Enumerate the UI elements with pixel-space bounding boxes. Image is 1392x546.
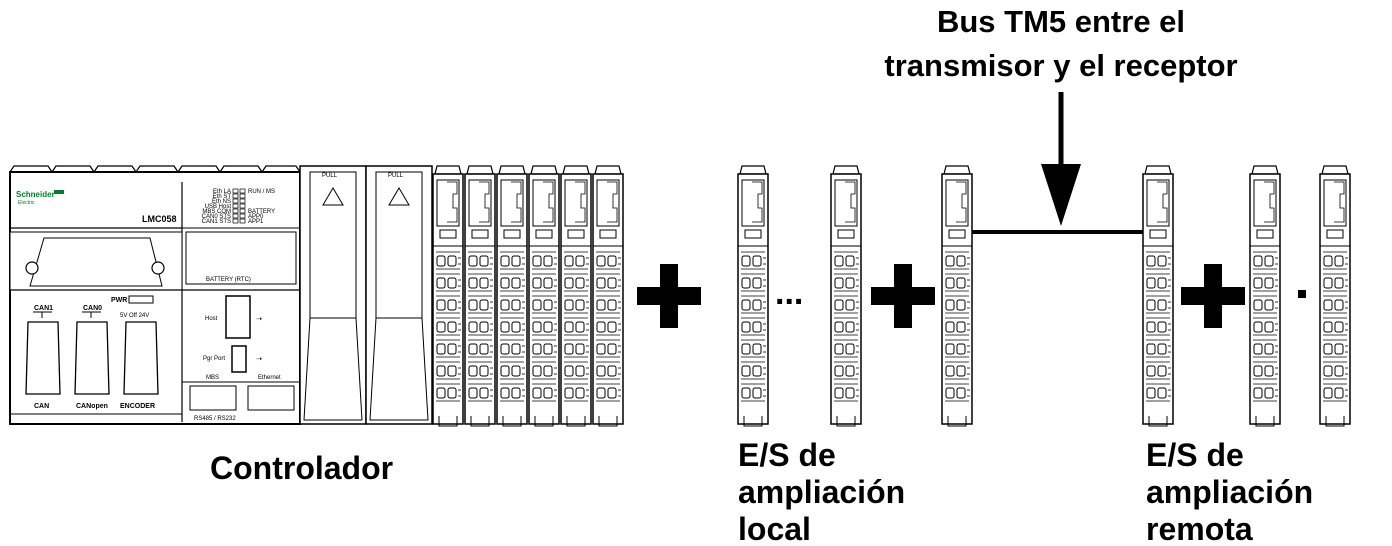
usb-icon-2: ⇢ [256,355,262,363]
encoder-port [123,321,159,395]
led-indicator [239,203,246,209]
can1-label: CAN1 [34,305,53,312]
pull-label: PULL [322,173,338,179]
can1-port [25,321,61,395]
led-label: BATTERY [248,209,275,215]
pwr-scale: 5V Off 24V [120,313,149,319]
led-indicator [239,218,246,224]
local-label-line-3: local [738,511,811,546]
rs-label: RS485 / RS232 [194,416,236,422]
led-indicator [232,193,239,199]
ellipsis: ... [775,274,803,312]
led-indicator [232,208,239,214]
pgr-port [231,345,247,373]
local-label-line-2: ampliación [738,474,905,510]
host-label: Host [205,316,218,322]
led-indicator [239,198,246,204]
led-label: CAN0 STS [202,214,231,220]
canopen-label: CANopen [76,403,108,410]
led-indicator [232,203,239,209]
led-label: APP1 [248,219,264,225]
remote-label-line-3: remota [1146,511,1253,546]
can0-port [74,321,110,395]
model-label: LMC058 [142,214,177,224]
led-label: CAN1 STS [202,219,231,225]
plus-sign [637,264,701,328]
controller-label: Controlador [210,450,393,486]
arrow-head [1041,164,1081,226]
ethernet-port [247,385,295,411]
controller-io-slices [433,166,623,426]
plus-sign [1181,264,1245,328]
led-label: RUN / MS [248,189,275,195]
mbs-port [189,385,237,411]
usb-host-port [225,295,251,339]
can-label: CAN [34,403,49,410]
led-indicator [239,188,246,194]
led-indicator [232,218,239,224]
led-indicator [239,193,246,199]
esd-warning-icon [322,187,344,206]
usb-icon: ⇢ [256,315,262,323]
led-label: Eth NS [212,199,231,205]
esd-warning-icon [388,187,410,206]
brand-sub: Electric [18,200,35,206]
can0-label: CAN0 [83,305,102,312]
led-indicator [232,188,239,194]
brand-name: Schneider [16,190,55,199]
remote-label-line-1: E/S de [1146,437,1244,473]
controller-device: Schneider Electric LMC058 CAN1 CAN0 PWR … [9,165,301,425]
title-line-1: Bus TM5 entre el [937,4,1185,39]
led-indicator [232,213,239,219]
led-indicator [232,198,239,204]
continuation-dot [1298,290,1306,298]
pwr-label: PWR [111,297,127,304]
led-indicator [239,208,246,214]
led-label: APP0 [248,214,264,220]
led-label: USB Host [205,204,232,210]
schneider-logo [16,186,40,200]
plus-sign [871,264,935,328]
title-line-2: transmisor y el receptor [884,48,1237,83]
ethernet-label: Ethernet [258,375,281,381]
remote-label-line-2: ampliación [1146,474,1313,510]
pull-module-2: PULL [365,165,433,425]
local-label-line-1: E/S de [738,437,836,473]
pull-module-1: PULL [299,165,367,425]
led-indicator [239,213,246,219]
local-expansion-slices [738,166,972,426]
mbs-label: MBS [206,375,219,381]
screw-left [25,261,39,275]
remote-expansion-slices [1143,166,1350,426]
screw-right [151,261,165,275]
led-label: MBS COM [202,209,231,215]
pull-label: PULL [388,173,404,179]
led-label: Eth LA [213,189,231,195]
pgr-port-label: Pgr Port [203,356,225,362]
encoder-label: ENCODER [120,403,155,410]
battery-label: BATTERY (RTC) [206,277,251,283]
pwr-switch [128,295,154,304]
led-label: Eth ST [213,194,232,200]
